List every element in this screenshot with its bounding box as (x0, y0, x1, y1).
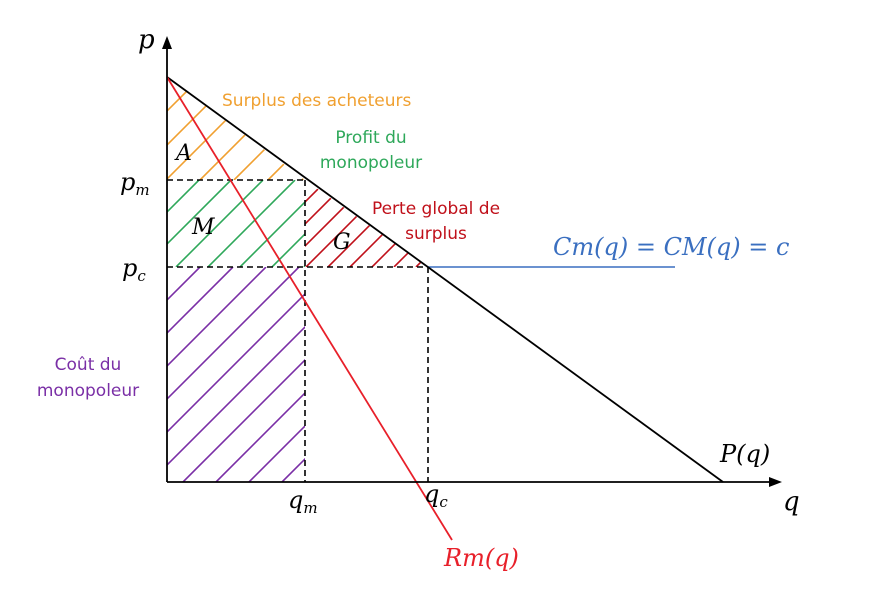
hatch-line (167, 267, 234, 482)
cost-label-line1: Coût du (55, 355, 122, 375)
y-axis-arrow (162, 36, 172, 49)
demand-curve (166, 76, 724, 483)
hatch-line (167, 77, 168, 180)
hatch-line (167, 267, 305, 482)
hatch-line (281, 267, 305, 482)
hatch-line (167, 267, 267, 482)
hatch-line (447, 267, 662, 482)
cost-curve-label: Cm(q) = CM(q) = c (553, 233, 789, 261)
hatch-line (305, 180, 328, 267)
region-a-label: A (174, 141, 192, 166)
deadweight-label-line2: surplus (405, 224, 467, 244)
hatch-line (167, 180, 200, 267)
region-g-label: G (333, 230, 351, 255)
hatch-line (460, 180, 547, 267)
hatch-line (167, 267, 305, 482)
hatch-line (215, 267, 305, 482)
y-axis-label: p (138, 25, 155, 55)
x-axis-label: q (783, 487, 800, 517)
hatch-line (348, 267, 563, 482)
pc-label: pc (122, 254, 146, 285)
profit-label-line1: Profit du (335, 128, 406, 148)
hatch-line (239, 180, 305, 267)
pm-label: pm (120, 168, 150, 199)
deadweight-label-line1: Perte global de (372, 199, 500, 219)
hatch-line (167, 267, 300, 482)
hatch-line (182, 267, 305, 482)
hatch-line (480, 267, 695, 482)
profit-label-line2: monopoleur (320, 153, 422, 173)
hatch-line (315, 267, 530, 482)
consumer-surplus-label: Surplus des acheteurs (222, 91, 412, 111)
marginal-revenue-label: Rm(q) (443, 544, 519, 572)
region-m-label: M (191, 215, 215, 240)
hatch-line (167, 77, 202, 180)
demand-curve-label: P(q) (719, 440, 770, 468)
x-axis-arrow (769, 477, 782, 487)
hatch-line (381, 267, 596, 482)
hatch-line (305, 180, 306, 267)
hatch-line (167, 180, 232, 267)
cost-label-line2: monopoleur (37, 381, 139, 401)
hatch-line (207, 180, 296, 267)
qc-label: qc (424, 480, 448, 511)
hatch-line (513, 267, 728, 482)
monopoly-cost-hatch (167, 267, 728, 482)
qm-label: qm (288, 486, 318, 517)
monopoly-profit-hatch (167, 180, 305, 267)
hatch-line (175, 180, 264, 267)
marginal-revenue-curve (166, 76, 453, 541)
hatch-line (414, 267, 629, 482)
hatch-line (248, 267, 305, 482)
hatch-line (271, 180, 305, 267)
